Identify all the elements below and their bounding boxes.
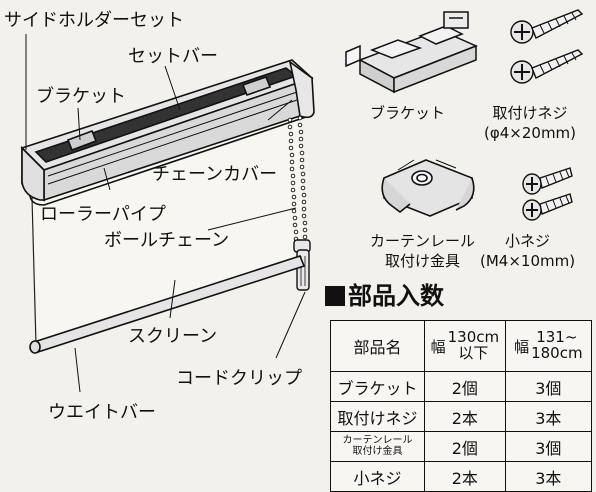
callout-bracket: ブラケット xyxy=(36,86,126,107)
header-col1-line1: 130cm xyxy=(447,328,500,347)
row-bracket-name: ブラケット xyxy=(329,371,426,402)
row-mounting-screw-a: 2本 xyxy=(424,401,506,432)
row-small-screw-name: 小ネジ xyxy=(329,461,426,492)
callout-chain-cover: チェーンカバー xyxy=(152,164,278,185)
row-curtain-rail-name-line1: カーテンレール xyxy=(342,435,413,446)
row-mounting-screw-b: 3本 xyxy=(504,401,593,432)
row-small-screw-b: 3本 xyxy=(504,461,593,492)
part-label-mounting-screw: 取付けネジ (φ4×20mm) xyxy=(484,104,576,143)
parts-count-table: 部品名 幅 130cm 以下 幅 131~ 180cm ブラケット 2個 3個 xyxy=(329,320,593,492)
callout-ball-chain: ボールチェーン xyxy=(104,230,230,251)
row-curtain-rail-name: カーテンレール 取付け金具 xyxy=(329,431,426,462)
part-bracket-name: ブラケット xyxy=(370,104,446,122)
ball-chain xyxy=(287,115,308,242)
weight-bar xyxy=(29,255,306,354)
row-curtain-rail-name-line2: 取付け金具 xyxy=(352,446,403,457)
header-width-131-180: 幅 131~ 180cm xyxy=(504,320,593,372)
table-row: 小ネジ 2本 3本 xyxy=(329,461,593,492)
part-mounting-screw-name: 取付けネジ xyxy=(492,104,568,122)
roller-blind-diagram xyxy=(20,9,584,393)
part-small-screw-name: 小ネジ xyxy=(505,232,551,250)
part-label-bracket: ブラケット xyxy=(370,104,445,124)
callout-cord-clip: コードクリップ xyxy=(176,368,302,389)
header-col1-line2: 以下 xyxy=(458,344,489,362)
title-square-bullet xyxy=(325,286,345,306)
small-screw-illustration xyxy=(522,167,573,221)
row-curtain-rail-a: 2個 xyxy=(424,431,506,462)
parts-count-title-text: 部品入数 xyxy=(348,282,444,310)
row-small-screw-a: 2本 xyxy=(424,461,506,492)
part-curtain-rail-line1: カーテンレール xyxy=(370,232,476,250)
bracket-part-illustration xyxy=(345,11,478,94)
part-curtain-rail-line2: 取付け金具 xyxy=(385,251,461,270)
header-col2-prefix: 幅 xyxy=(514,337,530,356)
row-bracket-a: 2個 xyxy=(424,371,506,402)
header-col1-prefix: 幅 xyxy=(430,337,446,356)
parts-count-title: 部品入数 xyxy=(325,284,444,308)
callout-side-holder-set: サイドホルダーセット xyxy=(4,10,184,31)
callout-screen: スクリーン xyxy=(128,326,218,347)
callout-set-bar: セットバー xyxy=(128,46,218,67)
row-mounting-screw-name: 取付けネジ xyxy=(329,401,426,432)
header-width-130: 幅 130cm 以下 xyxy=(424,320,506,372)
header-col2-line2: 180cm xyxy=(531,344,583,362)
table-row: ブラケット 2個 3個 xyxy=(329,371,593,402)
part-mounting-screw-size: (φ4×20mm) xyxy=(484,123,577,142)
curtain-rail-fitting-illustration xyxy=(381,159,475,217)
mounting-screw-illustration xyxy=(510,9,584,84)
callout-lines xyxy=(25,34,306,393)
callout-roller-pipe: ローラーパイプ xyxy=(40,204,166,225)
part-label-curtain-rail-fitting: カーテンレール 取付け金具 xyxy=(370,232,475,271)
row-curtain-rail-b: 3個 xyxy=(504,431,593,462)
part-small-screw-size: (M4×10mm) xyxy=(480,251,576,270)
row-bracket-b: 3個 xyxy=(504,371,593,402)
table-row: 取付けネジ 2本 3本 xyxy=(329,401,593,432)
table-header-row: 部品名 幅 130cm 以下 幅 131~ 180cm xyxy=(329,320,593,372)
head-rail xyxy=(20,59,315,206)
header-col2-line1: 131~ xyxy=(536,328,578,347)
part-label-small-screw: 小ネジ (M4×10mm) xyxy=(480,232,575,271)
table-row: カーテンレール 取付け金具 2個 3個 xyxy=(329,431,593,462)
callout-weight-bar: ウエイトバー xyxy=(48,402,156,423)
header-part-name: 部品名 xyxy=(329,320,426,372)
